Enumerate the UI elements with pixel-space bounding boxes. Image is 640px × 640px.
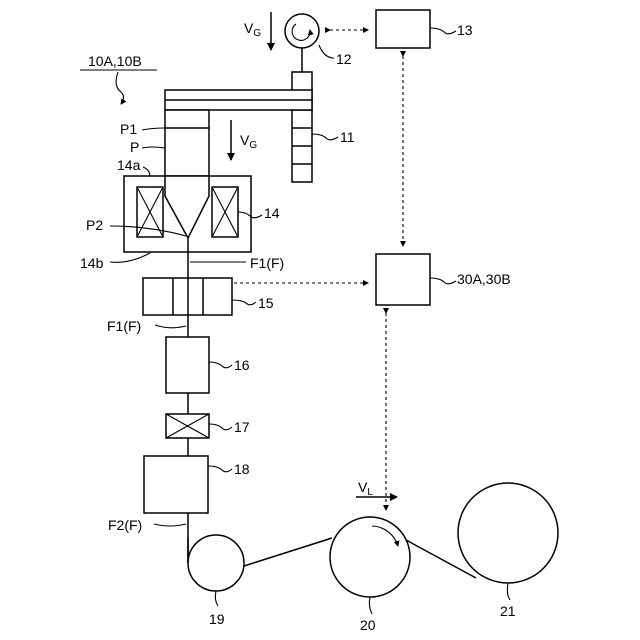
label-14a: 14a [117,157,141,173]
motor-12 [285,14,319,48]
label-19: 19 [209,611,225,627]
leader-21 [507,583,510,600]
label-15: 15 [258,295,274,311]
leader-20 [369,597,372,614]
label-F1-upper: F1(F) [250,255,284,271]
vl-label: VL [358,479,373,498]
label-P: P [130,139,139,155]
label-30: 30A,30B [457,271,511,287]
capstan-20 [330,517,410,597]
label-P1: P1 [120,121,137,137]
leader-17 [209,424,232,430]
label-21: 21 [500,603,516,619]
label-18: 18 [234,461,250,477]
label-14: 14 [264,205,280,221]
controller-13 [376,10,430,48]
label-16: 16 [234,357,250,373]
leader-15 [232,300,256,305]
label-11: 11 [340,129,355,145]
fiber-span-19-20 [244,538,332,566]
apparatus-leader-arrow [116,72,123,104]
label-F2: F2(F) [108,517,142,533]
leader-13 [430,28,456,34]
label-13: 13 [457,22,473,38]
vg-label-mid: VG [240,132,257,151]
leader-19 [215,591,218,606]
reel-21 [458,483,558,583]
leader-30 [430,278,456,284]
curing-device-18 [144,456,208,513]
vg-subscript: G [253,28,261,39]
vg-label-top: VG [244,20,261,39]
leader-16 [209,362,232,368]
leader-11 [312,134,338,140]
pulley-19 [188,535,244,591]
label-17: 17 [234,419,250,435]
controller-30 [376,254,430,305]
label-20: 20 [360,617,376,633]
label-12: 12 [336,51,352,67]
label-14b: 14b [80,255,104,271]
label-P2: P2 [86,217,103,233]
label-F1-lower: F1(F) [107,318,141,334]
leader-12 [319,45,334,58]
cooling-device-16 [166,337,209,393]
leader-18 [208,466,232,472]
feed-screw-11 [292,72,312,182]
apparatus-label: 10A,10B [88,53,142,69]
rotation-arrow-icon [292,24,310,40]
